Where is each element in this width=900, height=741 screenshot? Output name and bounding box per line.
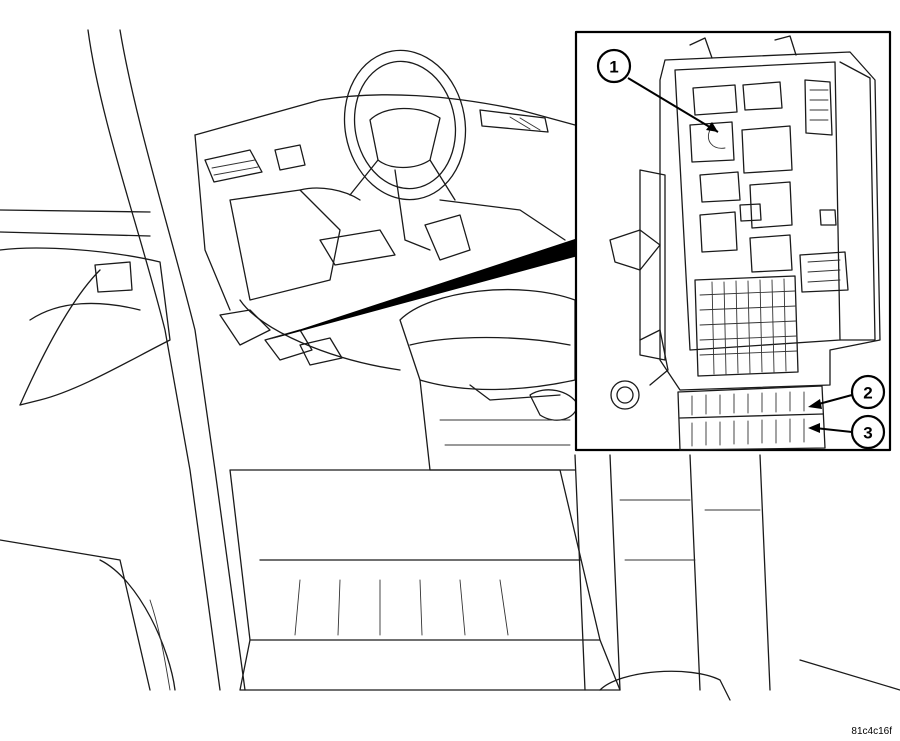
callout-1-label: 1 [609, 58, 618, 77]
callout-1-arrowhead [706, 122, 718, 132]
fuse-box-detail [609, 35, 881, 451]
callout-3-leader [814, 427, 853, 433]
callout-3: 3 [850, 414, 886, 450]
vehicle-interior [0, 29, 900, 701]
callout-2: 2 [850, 374, 886, 410]
location-pointer [268, 238, 578, 340]
callout-1-leader [627, 77, 719, 133]
callout-3-label: 3 [863, 424, 872, 443]
callout-2-leader [814, 394, 853, 406]
upper-fuse-row [691, 391, 805, 416]
lower-fuse-row [691, 418, 805, 447]
callout-2-label: 2 [863, 384, 872, 403]
callout-3-arrowhead [808, 423, 820, 433]
relay-1 [689, 121, 735, 163]
callout-1: 1 [596, 48, 632, 84]
figure-code: 81c4c16f [851, 726, 892, 737]
callout-2-arrowhead [808, 399, 822, 409]
